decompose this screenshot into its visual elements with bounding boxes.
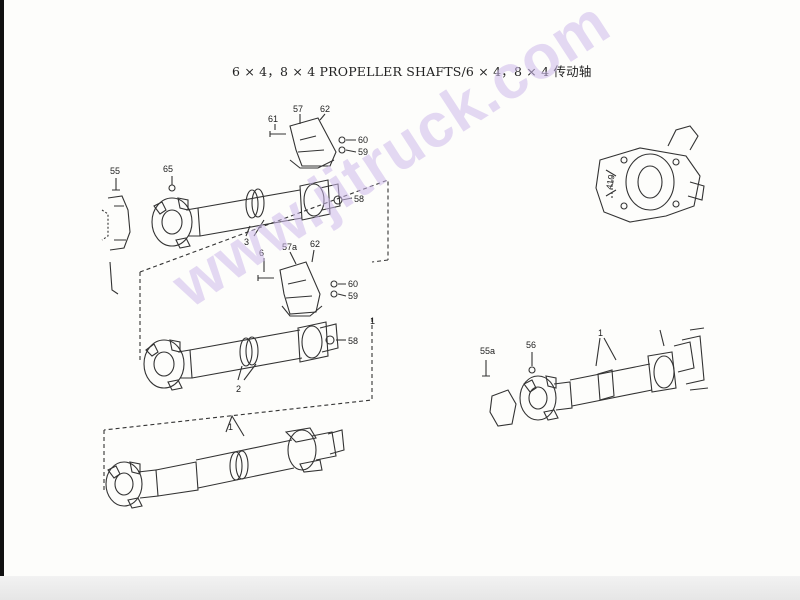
callout-55a: 55a [480,346,495,356]
callout-410: 410 [604,174,616,191]
middle-support-bracket [279,261,321,315]
middle-nut-58 [325,335,335,345]
callout-2: 2 [236,384,241,394]
callout-62-upper: 62 [320,104,330,114]
callout-59-middle: 59 [348,291,358,301]
upper-bolt-61 [269,131,286,137]
right-lower-shaft-assembly [482,327,709,427]
callout-6: 6 [259,248,264,258]
callout-1-middle: 1 [370,316,375,326]
callout-labels: 55 65 61 57 62 60 59 58 3 6 57a 62 60 59… [110,104,617,432]
lower-shaft-assembly [105,414,345,509]
upper-dashed-guide [139,179,389,273]
callout-57: 57 [293,104,303,114]
callout-57a: 57a [282,242,297,252]
callout-1-right: 1 [598,328,603,338]
callout-61: 61 [268,114,278,124]
upper-washer-59 [338,146,346,154]
middle-shaft-assembly [143,249,347,391]
callout-55: 55 [110,166,120,176]
lower-dashed-guide [103,318,373,431]
scan-bottom-edge [0,576,800,600]
lower-shaft-tube [195,439,295,489]
upper-support-bracket [289,117,337,167]
upper-grease-nipple-65 [168,184,176,192]
lower-universal-joint-left [105,461,159,509]
page-title: 6 × 4，8 × 4 PROPELLER SHAFTS/6 × 4，8 × 4… [232,64,592,79]
upper-washer-60 [338,136,346,144]
right-grease-nipple-56 [528,366,536,374]
callout-58-upper: 58 [354,194,364,204]
right-shaft-tube [569,363,653,407]
middle-bolt-6 [257,275,274,281]
callout-60-middle: 60 [348,279,358,289]
right-flange-cover-55a [489,389,517,427]
callout-3: 3 [244,237,249,247]
middle-universal-joint [143,339,193,391]
upper-left-flange-stub [107,195,131,251]
middle-washer-60 [330,280,338,288]
lower-universal-joint-right [284,427,345,473]
scan-left-edge [0,0,4,600]
middle-shaft-tube [189,329,303,379]
right-universal-joint [519,375,573,421]
upper-shaft-tube [197,189,303,237]
callout-1-lower: 1 [228,422,233,432]
callout-56: 56 [526,340,536,350]
callout-58-middle: 58 [348,336,358,346]
upper-universal-joint [151,197,201,249]
callout-65: 65 [163,164,173,174]
callout-62-middle: 62 [310,239,320,249]
callout-60-upper: 60 [358,135,368,145]
leader-55 [112,178,120,191]
upper-shaft-assembly [101,113,357,295]
flange-yoke-detail [595,125,705,223]
middle-washer-59 [330,290,338,298]
callout-59-upper: 59 [358,147,368,157]
